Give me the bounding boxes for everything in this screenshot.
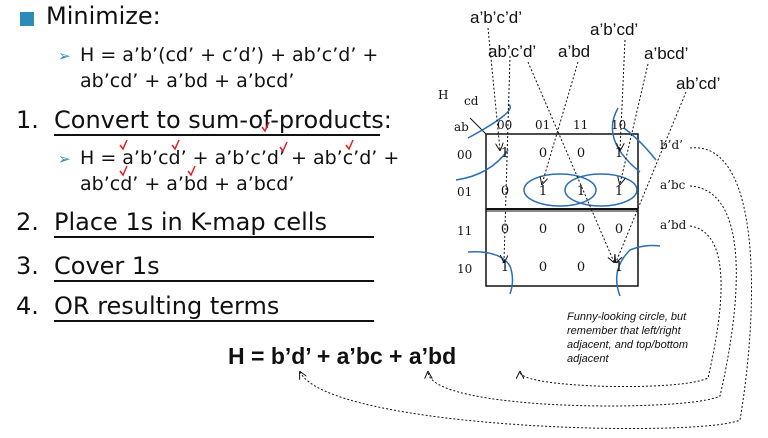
kmap-row-header: 01 — [457, 185, 473, 199]
step-4-label: OR resulting terms — [54, 292, 374, 322]
kmap-grid — [469, 117, 639, 287]
kmap-cell: 0 — [500, 221, 510, 237]
kmap-output-label: H — [438, 88, 449, 102]
minterm-label: ab’c’d’ — [488, 42, 537, 61]
title-bullet — [20, 12, 34, 26]
kmap-cell: 0 — [538, 221, 548, 237]
minterm-label: a’bd — [558, 42, 591, 61]
step-3-label: Cover 1s — [54, 252, 374, 282]
kmap-cell: 1 — [500, 145, 510, 161]
kmap-cell: 0 — [538, 145, 548, 161]
minterm-label: a’b’cd’ — [590, 20, 639, 39]
note-line: adjacent, and top/bottom — [567, 339, 689, 351]
result-arrows — [300, 147, 752, 430]
kmap-cell: 0 — [576, 221, 586, 237]
result-expression: H = b’d’ + a’bc + a’bd — [228, 343, 457, 369]
kmap-col-header: 01 — [535, 118, 551, 132]
group-label: b’d’ — [660, 138, 683, 152]
kmap-cell: 1 — [614, 183, 624, 199]
step-1-number: 1. — [16, 106, 39, 134]
kmap-row-header: 00 — [457, 148, 473, 162]
check-marks — [119, 121, 354, 177]
expression-line-1: H = a’b’(cd’ + c’d’) + ab’c’d’ + — [80, 44, 379, 66]
minterm-arrows — [487, 27, 687, 262]
kmap-cell: 0 — [500, 183, 510, 199]
kmap-cell: 1 — [576, 183, 586, 199]
kmap-cell: 0 — [614, 221, 624, 237]
kmap-ab-label: ab — [454, 120, 469, 134]
kmap-col-header: 10 — [611, 118, 627, 132]
kmap-cell: 1 — [614, 145, 624, 161]
kmap-col-header: 00 — [497, 118, 513, 132]
kmap-cd-label: cd — [464, 94, 479, 108]
kmap-cell: 0 — [576, 145, 586, 161]
step-1-label: Convert to sum-of-products: — [54, 106, 392, 136]
group-label: a’bd — [660, 218, 687, 232]
arrow-bullet-icon: ➢ — [58, 150, 71, 168]
minterm-label: a’b’c’d’ — [470, 8, 522, 27]
kmap-cell: 1 — [614, 259, 624, 275]
sop-line-2: ab’cd’ + a’bd + a’bcd’ — [80, 173, 295, 195]
minterm-label: a’bcd’ — [644, 44, 689, 63]
minterm-label: ab’cd’ — [676, 74, 721, 93]
group-circles — [455, 103, 661, 297]
sop-line-1: H = a’b’cd’ + a’b’c’d’ + ab’c’d’ + — [80, 147, 400, 169]
title: Minimize: — [46, 2, 161, 30]
note-line: remember that left/right — [567, 325, 681, 337]
kmap-col-header: 11 — [573, 118, 589, 132]
step-2-label: Place 1s in K-map cells — [54, 208, 374, 238]
step-2-number: 2. — [16, 208, 39, 236]
kmap-cell: 1 — [500, 259, 510, 275]
expression-line-2: ab’cd’ + a’bd + a’bcd’ — [80, 70, 295, 92]
step-3-number: 3. — [16, 252, 39, 280]
group-label: a’bc — [660, 178, 686, 192]
kmap-cell: 0 — [538, 259, 548, 275]
kmap-row-header: 10 — [457, 262, 473, 276]
note-line: adjacent — [567, 353, 609, 365]
step-4-number: 4. — [16, 292, 39, 320]
kmap-cell: 0 — [576, 259, 586, 275]
kmap-row-header: 11 — [457, 224, 473, 238]
kmap-cell: 1 — [538, 183, 548, 199]
arrow-bullet-icon: ➢ — [58, 47, 71, 65]
note-line: Funny-looking circle, but — [567, 311, 687, 323]
